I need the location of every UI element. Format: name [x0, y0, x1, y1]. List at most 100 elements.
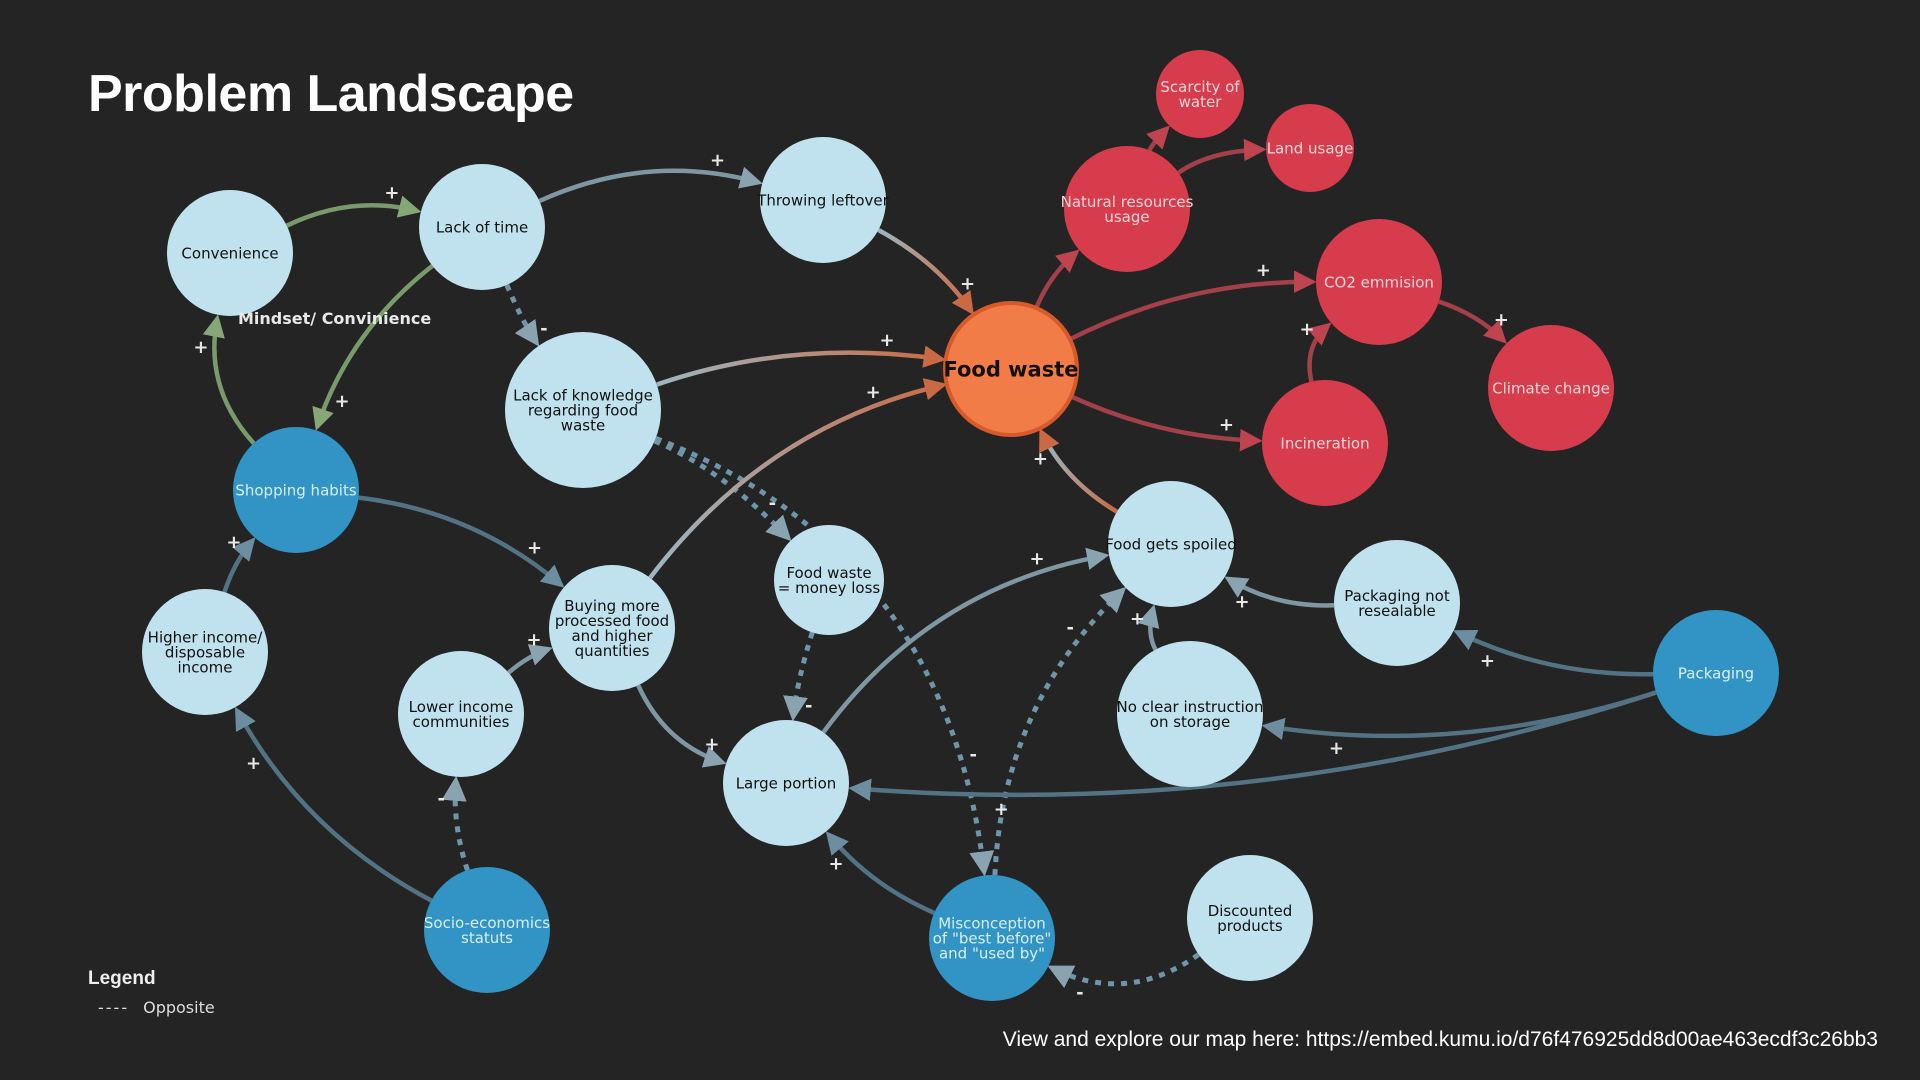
link-sign-socio-economics-to-lower-income: - [438, 788, 445, 809]
link-sign-misconception-to-food-spoiled: - [1067, 618, 1074, 639]
node-convenience[interactable]: Convenience [167, 190, 293, 316]
link-shopping-habits-to-convenience[interactable] [202, 314, 256, 445]
node-circle-lower-income[interactable] [398, 651, 524, 777]
link-food-waste-money-to-large-portion[interactable] [783, 631, 815, 722]
link-natural-resources-to-scarcity-water[interactable] [1146, 125, 1170, 152]
node-circle-socio-economics[interactable] [424, 867, 550, 993]
link-no-clear-instruction-to-food-spoiled[interactable] [1137, 604, 1160, 651]
link-lack-of-time-to-throwing-leftover[interactable] [538, 166, 763, 204]
link-higher-income-to-shopping-habits[interactable] [222, 537, 256, 593]
link-lack-of-time-to-lack-of-knowledge[interactable] [504, 283, 540, 347]
link-natural-resources-to-land-usage[interactable] [1177, 138, 1267, 175]
node-large-portion[interactable]: Large portion [723, 720, 849, 846]
link-large-portion-to-food-spoiled[interactable] [821, 547, 1110, 734]
link-sign-lack-of-time-to-lack-of-knowledge: - [540, 318, 547, 339]
link-packaging-not-resealable-to-food-spoiled[interactable] [1224, 576, 1335, 608]
node-food-spoiled[interactable]: Food gets spoiled [1105, 481, 1237, 607]
link-shopping-habits-to-buying-more[interactable] [358, 495, 565, 588]
node-circle-natural-resources[interactable] [1064, 146, 1190, 272]
node-circle-climate-change[interactable] [1488, 325, 1614, 451]
node-food-waste-money[interactable]: Food waste= money loss [774, 525, 884, 635]
link-lower-income-to-buying-more[interactable] [507, 644, 553, 675]
link-sign-food-spoiled-to-food-waste: + [1033, 448, 1048, 469]
node-circle-lack-of-knowledge[interactable] [505, 332, 661, 488]
link-packaging-to-large-portion[interactable] [848, 690, 1657, 801]
link-packaging-to-packaging-not-resealable[interactable] [1453, 629, 1654, 677]
node-circle-packaging[interactable] [1653, 610, 1779, 736]
node-incineration[interactable]: Incineration [1262, 380, 1388, 506]
link-sign-higher-income-to-shopping-habits: + [226, 532, 241, 553]
node-circle-co2[interactable] [1316, 219, 1442, 345]
node-land-usage[interactable]: Land usage [1266, 104, 1354, 192]
link-sign-misconception-to-large-portion: + [828, 853, 843, 874]
link-sign-packaging-to-large-portion: + [994, 799, 1009, 820]
link-lack-of-knowledge-to-food-waste-money[interactable] [653, 438, 792, 542]
legend-title: Legend [88, 968, 156, 989]
node-shopping-habits[interactable]: Shopping habits [233, 427, 359, 553]
link-buying-more-to-large-portion[interactable] [636, 684, 727, 768]
link-food-waste-to-co2[interactable] [1068, 270, 1317, 342]
link-food-waste-to-natural-resources[interactable] [1034, 249, 1080, 309]
node-circle-higher-income[interactable] [142, 589, 268, 715]
link-buying-more-to-food-waste[interactable] [648, 378, 948, 580]
node-circle-food-spoiled[interactable] [1108, 481, 1234, 607]
node-circle-no-clear-instruction[interactable] [1117, 641, 1263, 787]
node-lack-of-time[interactable]: Lack of time [419, 164, 545, 290]
node-circle-large-portion[interactable] [723, 720, 849, 846]
node-circle-buying-more[interactable] [549, 565, 675, 691]
link-sign-packaging-not-resealable-to-food-spoiled: + [1234, 592, 1249, 613]
node-climate-change[interactable]: Climate change [1488, 325, 1614, 451]
link-incineration-to-co2[interactable] [1307, 322, 1332, 382]
link-sign-food-waste-to-incineration: + [1219, 415, 1234, 436]
link-packaging-to-no-clear-instruction[interactable] [1261, 690, 1657, 741]
node-circle-misconception[interactable] [929, 875, 1055, 1001]
link-food-waste-to-incineration[interactable] [1070, 394, 1263, 452]
node-throwing-leftover[interactable]: Throwing leftover [756, 137, 890, 263]
node-co2[interactable]: CO2 emmision [1316, 219, 1442, 345]
link-socio-economics-to-lower-income[interactable] [441, 775, 470, 871]
link-throwing-leftover-to-food-waste[interactable] [877, 228, 974, 316]
link-misconception-to-large-portion[interactable] [825, 831, 936, 915]
link-misconception-to-food-spoiled[interactable] [992, 586, 1127, 876]
node-circle-scarcity-water[interactable] [1156, 50, 1244, 138]
footer-map-link[interactable]: View and explore our map here: https://e… [1002, 1028, 1878, 1051]
node-circle-land-usage[interactable] [1266, 104, 1354, 192]
link-sign-convenience-to-lack-of-time: + [384, 183, 399, 204]
node-circle-food-waste[interactable] [943, 301, 1079, 437]
link-food-spoiled-to-food-waste[interactable] [1039, 428, 1119, 514]
link-sign-incineration-to-co2: + [1299, 319, 1314, 340]
link-sign-shopping-habits-to-convenience: + [193, 337, 208, 358]
node-circle-convenience[interactable] [167, 190, 293, 316]
node-circle-incineration[interactable] [1262, 380, 1388, 506]
node-circle-throwing-leftover[interactable] [760, 137, 886, 263]
node-circle-discounted[interactable] [1187, 855, 1313, 981]
node-food-waste[interactable]: Food waste [943, 301, 1079, 437]
link-sign-throwing-leftover-to-food-waste: + [960, 274, 975, 295]
node-circle-packaging-not-resealable[interactable] [1334, 540, 1460, 666]
link-discounted-to-misconception[interactable] [1047, 952, 1201, 989]
link-lack-of-time-to-shopping-habits[interactable] [312, 264, 434, 431]
link-sign-shopping-habits-to-buying-more: + [527, 537, 542, 558]
link-convenience-to-lack-of-time[interactable] [285, 195, 422, 228]
link-sign-lower-income-to-buying-more: + [527, 630, 542, 651]
link-co2-to-climate-change[interactable] [1438, 299, 1507, 344]
node-packaging[interactable]: Packaging [1653, 610, 1779, 736]
node-circle-lack-of-time[interactable] [419, 164, 545, 290]
group-label-mindset: Mindset/ Convinience [238, 309, 431, 328]
link-socio-economics-to-higher-income[interactable] [235, 706, 433, 903]
link-lack-of-knowledge-to-food-waste[interactable] [656, 345, 947, 387]
node-circle-food-waste-money[interactable] [774, 525, 884, 635]
node-circle-shopping-habits[interactable] [233, 427, 359, 553]
